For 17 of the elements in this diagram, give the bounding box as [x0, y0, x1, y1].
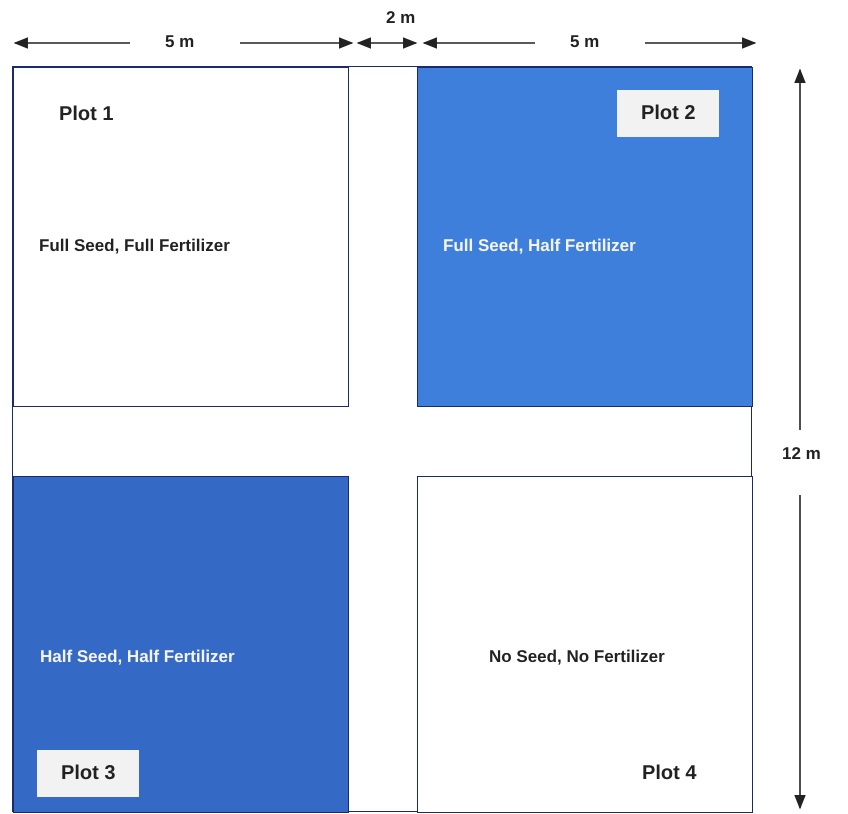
field-outline — [12, 66, 752, 812]
plot-label: Plot 2 — [617, 90, 720, 137]
plot-box — [417, 67, 753, 407]
treatment-text: No Seed, No Fertilizer — [489, 647, 665, 667]
plot-box — [13, 476, 349, 813]
plot-box — [417, 476, 753, 813]
treatment-text: Full Seed, Full Fertilizer — [39, 236, 230, 256]
dimension-label: 12 m — [782, 444, 821, 464]
treatment-text: Half Seed, Half Fertilizer — [40, 647, 235, 667]
plot-label: Plot 3 — [37, 750, 140, 797]
plot-label: Plot 1 — [59, 103, 114, 126]
treatment-text: Full Seed, Half Fertilizer — [443, 236, 636, 256]
plot-box — [13, 67, 349, 407]
dimension-label: 5 m — [570, 32, 600, 52]
plot-label: Plot 4 — [642, 762, 696, 785]
dimension-label: 2 m — [386, 8, 416, 28]
dimension-label: 5 m — [165, 32, 194, 52]
